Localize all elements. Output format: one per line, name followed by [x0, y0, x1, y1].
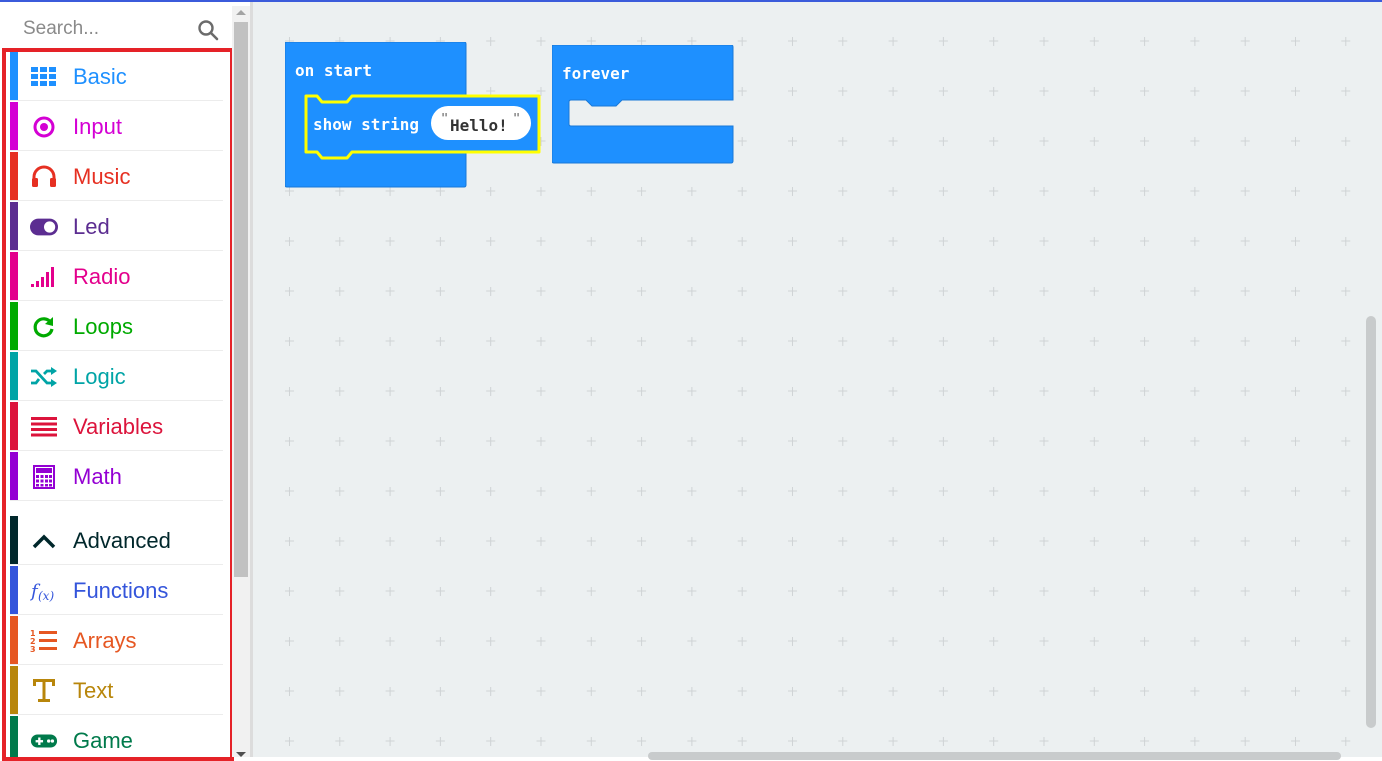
- category-led[interactable]: Led: [10, 202, 223, 251]
- category-label: Music: [73, 164, 131, 189]
- category-radio[interactable]: Radio: [10, 252, 223, 301]
- grid-icon: [30, 64, 58, 90]
- category-color-bar: [10, 52, 18, 100]
- category-logic[interactable]: Logic: [10, 352, 223, 401]
- show-string-label: show string: [313, 115, 419, 134]
- category-color-bar: [10, 102, 18, 150]
- search-icon[interactable]: [196, 18, 220, 42]
- category-label: Led: [73, 214, 110, 239]
- category-basic[interactable]: Basic: [10, 52, 223, 101]
- shuffle-icon: [30, 364, 58, 390]
- category-label: Text: [73, 678, 114, 703]
- category-game[interactable]: Game: [10, 716, 223, 757]
- svg-text:(x): (x): [38, 589, 54, 603]
- category-color-bar: [10, 352, 18, 400]
- scroll-up-arrow-icon[interactable]: [236, 10, 246, 15]
- category-color-bar: [10, 402, 18, 450]
- quote-close-icon: ": [513, 111, 521, 125]
- radio-target-icon: [30, 114, 58, 140]
- category-color-bar: [10, 252, 18, 300]
- category-color-bar: [10, 566, 18, 614]
- workspace-horizontal-scrollbar[interactable]: [648, 752, 1341, 760]
- category-color-bar: [10, 152, 18, 200]
- category-functions[interactable]: f (x) Functions: [10, 566, 223, 615]
- toolbox: Basic Input Music: [0, 2, 234, 761]
- category-label: Game: [73, 728, 133, 753]
- toggle-icon: [30, 214, 58, 240]
- category-list: Basic Input Music: [2, 48, 234, 761]
- category-loops[interactable]: Loops: [10, 302, 223, 351]
- category-label: Basic: [73, 64, 127, 89]
- lines-icon: [30, 414, 58, 440]
- category-color-bar: [10, 716, 18, 757]
- category-label: Logic: [73, 364, 126, 389]
- calculator-icon: [30, 464, 58, 490]
- blocks-workspace[interactable]: on start show string " Hello! " forever: [253, 2, 1382, 760]
- category-color-bar: [10, 666, 18, 714]
- signal-bars-icon: [30, 264, 58, 290]
- category-label: Arrays: [73, 628, 137, 653]
- search-input[interactable]: [6, 10, 205, 48]
- top-accent-line: [0, 0, 1382, 2]
- category-label: Math: [73, 464, 122, 489]
- svg-text:f: f: [30, 581, 41, 602]
- show-string-block[interactable]: [303, 94, 543, 162]
- toolbox-scroll-thumb[interactable]: [234, 22, 248, 577]
- category-variables[interactable]: Variables: [10, 402, 223, 451]
- category-label: Input: [73, 114, 122, 139]
- forever-label: forever: [562, 64, 630, 83]
- category-advanced[interactable]: Advanced: [10, 516, 223, 565]
- forever-block[interactable]: [552, 45, 736, 167]
- text-icon: [30, 678, 58, 704]
- category-label: Advanced: [73, 528, 171, 553]
- svg-text:1: 1: [30, 629, 36, 638]
- category-math[interactable]: Math: [10, 452, 223, 501]
- quote-open-icon: ": [441, 111, 449, 125]
- category-color-bar: [10, 452, 18, 500]
- function-icon: f (x): [30, 578, 58, 604]
- on-start-label: on start: [295, 61, 373, 80]
- chevron-up-icon: [30, 528, 58, 554]
- category-text[interactable]: Text: [10, 666, 223, 715]
- category-separator: [10, 508, 223, 516]
- category-color-bar: [10, 616, 18, 664]
- category-input[interactable]: Input: [10, 102, 223, 151]
- svg-text:3: 3: [30, 645, 36, 654]
- toolbox-scrollbar[interactable]: [232, 6, 250, 757]
- refresh-icon: [30, 314, 58, 340]
- scroll-down-arrow-icon[interactable]: [236, 752, 246, 757]
- toolbox-divider: [250, 2, 253, 757]
- category-color-bar: [10, 202, 18, 250]
- svg-text:2: 2: [30, 637, 36, 646]
- toolbox-search: [6, 10, 226, 48]
- category-label: Variables: [73, 414, 164, 439]
- category-color-bar: [10, 302, 18, 350]
- category-label: Functions: [73, 578, 169, 603]
- category-music[interactable]: Music: [10, 152, 223, 201]
- category-color-bar: [10, 516, 18, 564]
- category-label: Radio: [73, 264, 131, 289]
- headphones-icon: [30, 164, 58, 190]
- gamepad-icon: [30, 728, 58, 754]
- category-label: Loops: [73, 314, 133, 339]
- workspace-vertical-scrollbar[interactable]: [1366, 316, 1376, 728]
- string-value-input[interactable]: Hello!: [450, 116, 508, 135]
